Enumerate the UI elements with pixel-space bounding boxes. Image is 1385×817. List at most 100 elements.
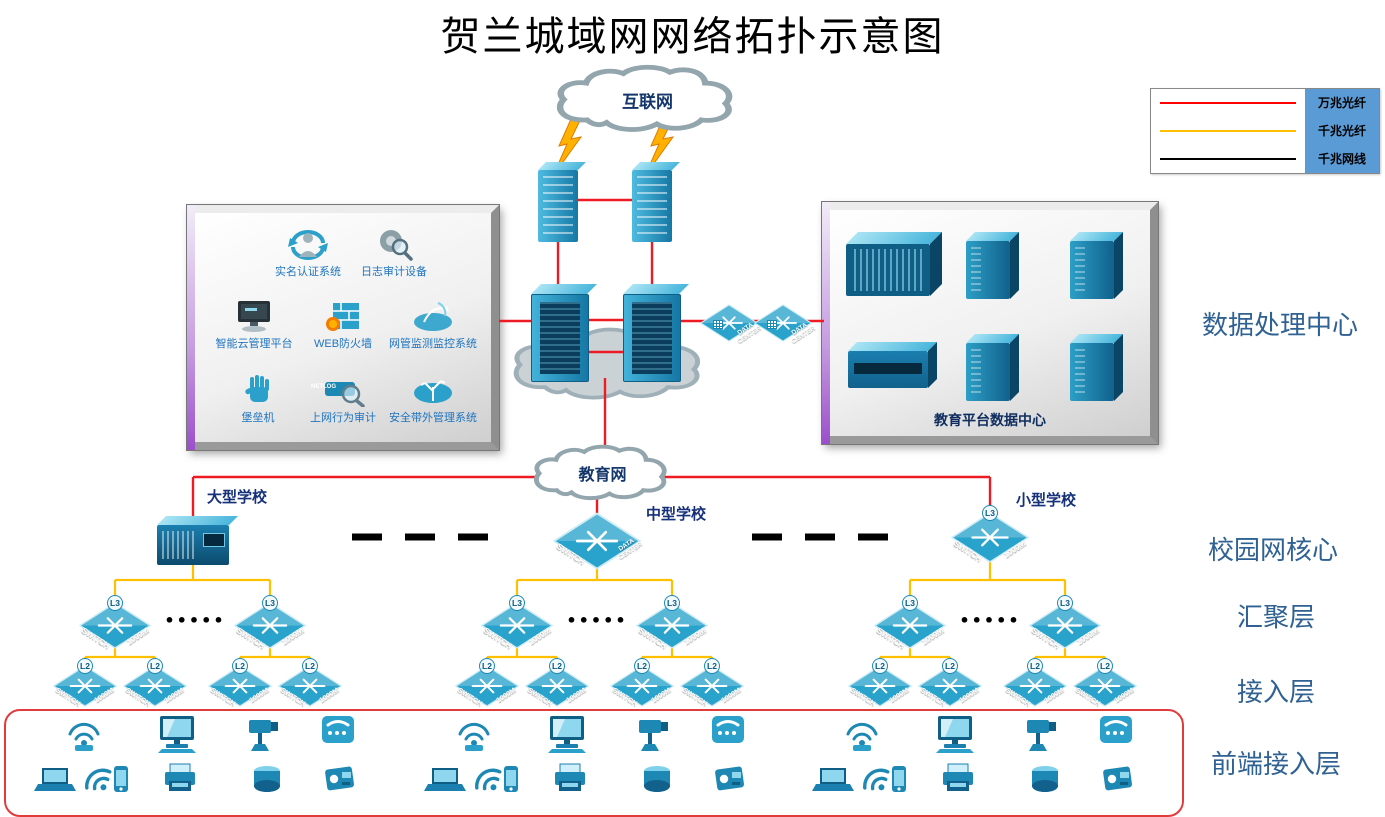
diagram-title: 贺兰城域网网络拓扑示意图 bbox=[440, 14, 945, 60]
network-monitoring-icon bbox=[387, 297, 479, 333]
switch-layer-badge: L2 bbox=[302, 658, 318, 674]
server-rack bbox=[846, 232, 946, 296]
management-systems-panel: 实名认证系统 日志审计设备 智能 bbox=[186, 204, 500, 451]
ptz-camera-icon bbox=[1022, 714, 1062, 763]
ellipsis-dots: ••••• bbox=[959, 611, 1021, 630]
school-label-small: 小型学校 bbox=[1016, 492, 1077, 509]
switch-layer-badge: L3 bbox=[1057, 595, 1073, 611]
panel-item: 日志审计设备 bbox=[348, 225, 440, 279]
frontend-device-group: VoIP bbox=[28, 714, 368, 810]
access-switch-l2: L2 SWITCH 1000M bbox=[525, 658, 589, 708]
laptop-icon bbox=[812, 766, 856, 801]
printer-icon bbox=[552, 762, 590, 799]
grid-chip-icon bbox=[766, 319, 777, 329]
voip-phone-icon: VoIP bbox=[320, 714, 356, 751]
layer-label-frontend: 前端接入层 bbox=[1211, 750, 1342, 780]
device-top-face bbox=[157, 516, 238, 525]
core-router bbox=[623, 284, 689, 382]
panel-item-label: 日志审计设备 bbox=[361, 266, 427, 278]
aggregation-switch-l3: L3 SWITCH 1000M bbox=[79, 595, 151, 651]
legend-line-1g-fiber bbox=[1160, 130, 1296, 132]
school-label-large: 大型学校 bbox=[207, 489, 268, 506]
access-switch-l2: L2 SWITCH 1000M bbox=[208, 658, 272, 708]
device-front-face bbox=[848, 351, 928, 388]
education-cloud-label: 教育网 bbox=[578, 467, 627, 485]
desktop-pc-icon bbox=[546, 714, 590, 759]
small-school-core-switch: L3 SWITCH 1000M bbox=[951, 505, 1029, 563]
printer-icon bbox=[940, 762, 978, 799]
panel-item: 实名认证系统 bbox=[262, 225, 354, 279]
layer-label-data-center: 数据处理中心 bbox=[1202, 311, 1359, 341]
access-switch-l2: L2 SWITCH 1000M bbox=[455, 658, 519, 708]
device-top-face bbox=[632, 162, 680, 170]
switch-layer-badge: L3 bbox=[982, 505, 998, 521]
switch-layer-badge: L3 bbox=[509, 595, 525, 611]
switch-layer-badge: L2 bbox=[479, 658, 495, 674]
device-top-face bbox=[531, 284, 597, 294]
device-front-face bbox=[538, 170, 578, 242]
realname-auth-icon bbox=[262, 225, 354, 261]
dome-camera-icon bbox=[640, 762, 674, 801]
switch-layer-badge: L2 bbox=[147, 658, 163, 674]
switch-layer-badge: L2 bbox=[634, 658, 650, 674]
wireless-ap-icon bbox=[454, 714, 494, 759]
legend-row: 千兆网线 bbox=[1151, 145, 1379, 173]
device-front-face bbox=[1070, 343, 1114, 401]
switch-layer-badge: L3 bbox=[107, 595, 123, 611]
cloud-shape bbox=[556, 64, 733, 132]
layer-label-campus-core: 校园网核心 bbox=[1208, 536, 1339, 566]
server-tower bbox=[1070, 232, 1126, 299]
access-switch-l2: L2 SWITCH 1000M bbox=[848, 658, 912, 708]
dome-camera-icon bbox=[1028, 762, 1062, 801]
legend-label: 千兆光纤 bbox=[1305, 117, 1379, 145]
legend: 万兆光纤 千兆光纤 千兆网线 bbox=[1150, 88, 1380, 174]
server-tower bbox=[966, 334, 1022, 401]
device-front-face bbox=[157, 525, 229, 565]
panel-item-label: 实名认证系统 bbox=[275, 266, 341, 278]
switch-layer-badge: L3 bbox=[902, 595, 918, 611]
frontend-access-boundary bbox=[4, 709, 1184, 817]
voip-label: VoIP bbox=[728, 743, 744, 750]
device-front-face bbox=[966, 343, 1010, 401]
switch-layer-badge: L2 bbox=[942, 658, 958, 674]
frontend-device-group: VoIP bbox=[418, 714, 758, 810]
ellipsis-dots: ••••• bbox=[566, 611, 628, 630]
voip-label: VoIP bbox=[338, 743, 354, 750]
legend-row: 万兆光纤 bbox=[1151, 89, 1379, 117]
aggregation-switch-l3: L3 SWITCH 1000M bbox=[234, 595, 306, 651]
log-audit-icon bbox=[348, 225, 440, 261]
cloud-shape bbox=[533, 444, 667, 501]
switch-layer-badge: L2 bbox=[872, 658, 888, 674]
access-switch-l2: L2 SWITCH 1000M bbox=[1073, 658, 1137, 708]
panel-item-label: 安全带外管理系统 bbox=[389, 412, 477, 424]
legend-label: 千兆网线 bbox=[1305, 145, 1379, 173]
bastion-host-icon bbox=[212, 371, 304, 407]
layer-label-aggregation: 汇聚层 bbox=[1237, 603, 1316, 633]
device-front-face bbox=[846, 244, 930, 296]
internet-cloud: 互联网 bbox=[545, 64, 750, 139]
access-switch-l2: L2 SWITCH 1000M bbox=[918, 658, 982, 708]
panel-item: 堡垒机 bbox=[212, 371, 304, 425]
ptz-camera-icon bbox=[244, 714, 284, 763]
switch-layer-badge: L2 bbox=[232, 658, 248, 674]
wireless-ap-icon bbox=[64, 714, 104, 759]
smartphone-icon bbox=[112, 764, 130, 799]
access-switch-l2: L2 SWITCH 1000M bbox=[680, 658, 744, 708]
core-router bbox=[531, 284, 597, 382]
legend-row: 千兆光纤 bbox=[1151, 117, 1379, 145]
device-front-face bbox=[632, 170, 672, 242]
access-switch-l2: L2 SWITCH 1000M bbox=[610, 658, 674, 708]
school-label-medium: 中型学校 bbox=[646, 506, 707, 523]
grid-chip-icon bbox=[712, 319, 723, 329]
device-front-face bbox=[623, 294, 681, 382]
access-switch-l2: L2 SWITCH 1000M bbox=[278, 658, 342, 708]
storage-array bbox=[848, 342, 940, 388]
large-school-core-device bbox=[157, 516, 239, 566]
firewall-device bbox=[538, 162, 586, 242]
panel-item-label: 网管监测监控系统 bbox=[389, 338, 477, 350]
card-reader-icon bbox=[322, 764, 358, 799]
